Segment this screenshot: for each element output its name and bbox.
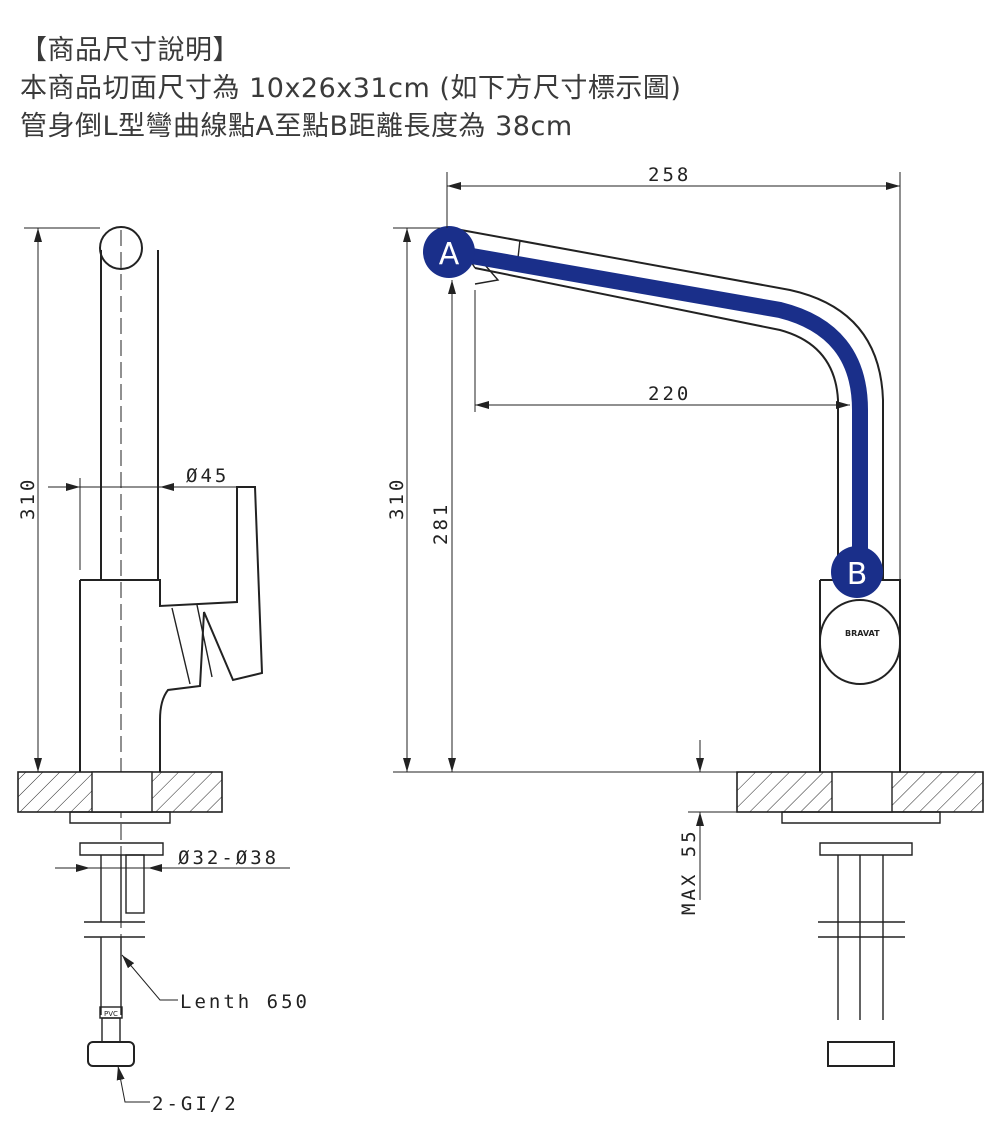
hole-diameter-label: Ø32-Ø38 (178, 847, 279, 869)
point-a-marker (423, 226, 475, 278)
connector-label: 2-GI/2 (152, 1093, 239, 1115)
faucet-body-front (819, 579, 901, 772)
curve-a-to-b (441, 244, 868, 580)
front-view: BRAVAT A B 258 220 310 281 MAX 55 (386, 164, 984, 1067)
handle (171, 604, 213, 685)
height-310-front-label: 310 (386, 477, 408, 520)
height-310-label: 310 (17, 477, 39, 520)
hoses-front (818, 855, 905, 1020)
diameter-45-label: Ø45 (186, 465, 229, 487)
point-b-marker (831, 546, 883, 598)
faucet-body (79, 486, 264, 772)
spec-curve-length: 管身倒L型彎曲線點A至點B距離長度為 38cm (20, 111, 573, 142)
width-258-label: 258 (648, 164, 691, 186)
brand-logo: BRAVAT (845, 629, 880, 638)
point-a-label: A (439, 237, 460, 272)
spout-outline (449, 227, 884, 580)
spout-pipe (100, 250, 159, 580)
side-view: PVC 310 Ø45 Ø32-Ø38 Lenth 650 2-GI/2 (17, 226, 310, 1115)
reach-220-label: 220 (648, 383, 691, 405)
point-b-label: B (847, 557, 868, 592)
mounting-nut (69, 811, 171, 856)
max-55-label: MAX 55 (678, 828, 700, 915)
hose-length-label: Lenth 650 (180, 991, 310, 1013)
connector-nut (87, 1041, 135, 1067)
handle-front (819, 599, 901, 685)
spec-title: 【商品尺寸說明】 (20, 35, 240, 66)
connectors-front (827, 1041, 895, 1067)
spec-dimensions: 本商品切面尺寸為 10x26x31cm (如下方尺寸標示圖) (20, 73, 682, 104)
hose-tag-text: PVC (104, 1010, 118, 1018)
spout-cap (99, 226, 143, 270)
hose (84, 855, 145, 1015)
spout-height-281-label: 281 (430, 502, 452, 545)
